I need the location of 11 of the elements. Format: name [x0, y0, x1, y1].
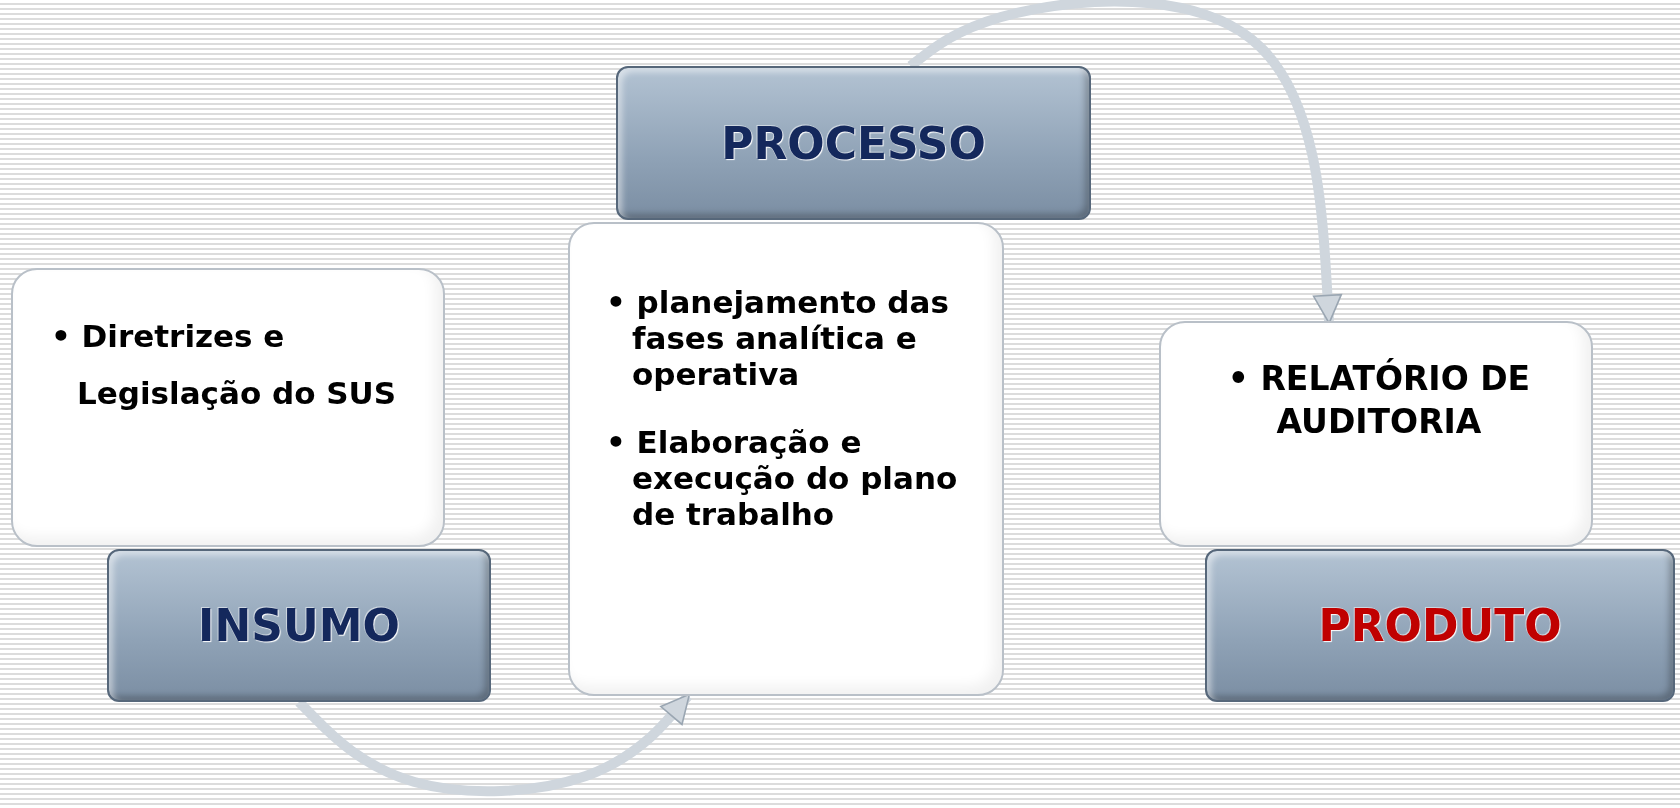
curved-arrow	[907, 0, 1343, 324]
content-card	[568, 222, 1004, 696]
bullet-text: • planejamento das fases analítica e operativa	[606, 284, 950, 392]
stage-title-bar: PRODUTO	[1205, 549, 1675, 702]
stage-title-bar: PROCESSO	[616, 66, 1091, 220]
content-card	[1159, 321, 1593, 547]
bullet-text: • Diretrizes e Legislação do SUS	[51, 317, 398, 413]
bullet-text: • RELATÓRIO DE AUDITORIA	[1226, 357, 1532, 443]
content-card	[11, 268, 445, 547]
bullet-text: • Elaboração e execução do plano de trabalho	[606, 424, 959, 532]
stage-title-bar: INSUMO	[107, 549, 491, 702]
